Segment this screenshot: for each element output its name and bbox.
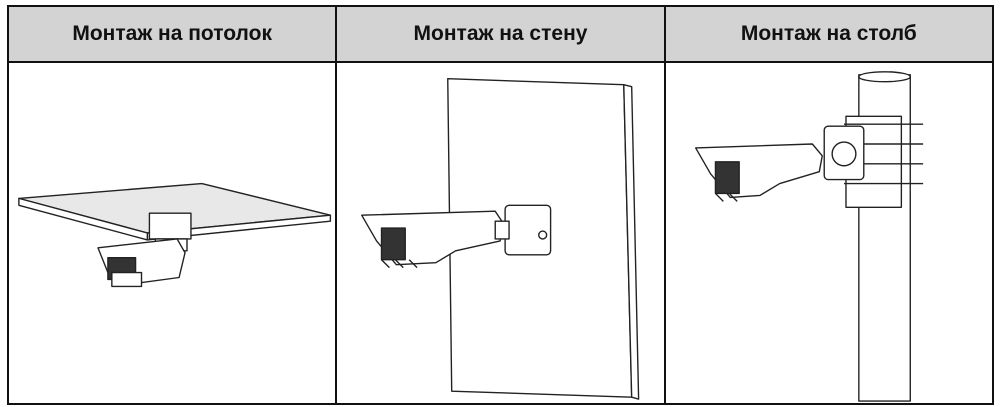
header-pole-mount: Монтаж на столб (663, 5, 995, 63)
cell-pole-mount (663, 61, 995, 405)
pole-mount-illustration (694, 71, 923, 402)
cell-wall-mount (335, 61, 666, 405)
header-wall-mount: Монтаж на стену (335, 5, 666, 63)
header-ceiling-mount: Монтаж на потолок (6, 5, 338, 63)
mounting-table: Монтаж на потолок Монтаж на стену Монтаж… (6, 5, 995, 405)
ceiling-mount-illustration (18, 182, 332, 288)
wall-mount-illustration (361, 78, 640, 400)
cell-ceiling-mount (6, 61, 338, 405)
